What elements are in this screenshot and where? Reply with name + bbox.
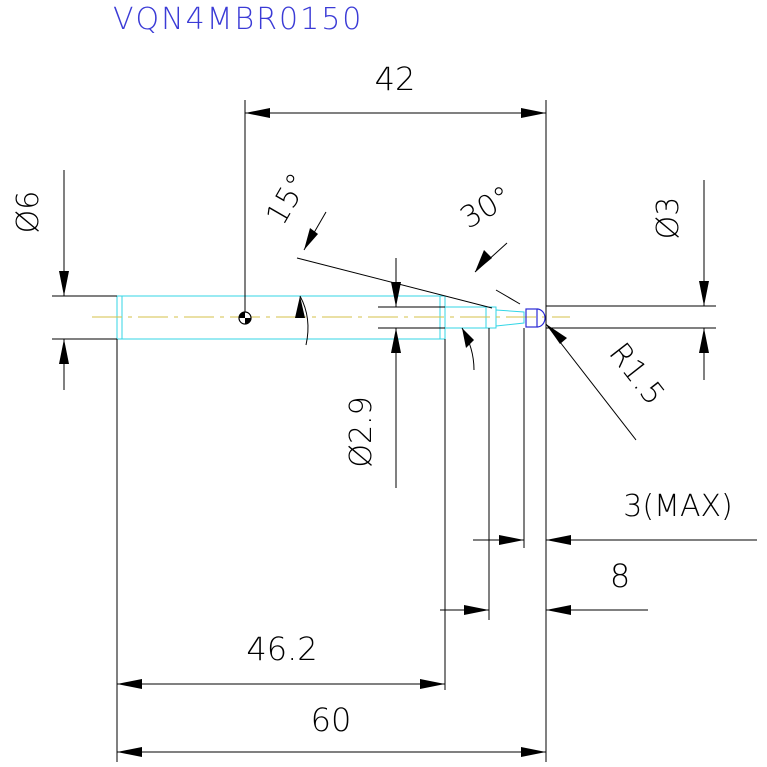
dim-center-distance: 42 (375, 60, 416, 98)
dim-taper-angle: 15° (259, 167, 316, 231)
dim-shank-diameter: Ø6 (11, 191, 46, 234)
tip-ball (525, 308, 546, 328)
reference-point-symbol (238, 311, 252, 325)
dim-neck-diameter: Ø2.9 (344, 396, 379, 467)
dim-tip-diameter: Ø3 (651, 197, 686, 240)
dim-tip-radius: R1.5 (602, 336, 672, 412)
dim-tip-angle: 30° (454, 179, 518, 236)
dim-body-length: 46.2 (246, 630, 317, 668)
tip-taper (495, 309, 525, 327)
arrowheads (59, 108, 709, 757)
dim-tip-max: 3(MAX) (623, 489, 732, 524)
dim-overall-length: 60 (311, 701, 352, 739)
dimension-lines (52, 100, 757, 762)
dim-tip-length: 8 (610, 557, 630, 595)
part-number-title: VQN4MBR0150 (113, 2, 363, 37)
